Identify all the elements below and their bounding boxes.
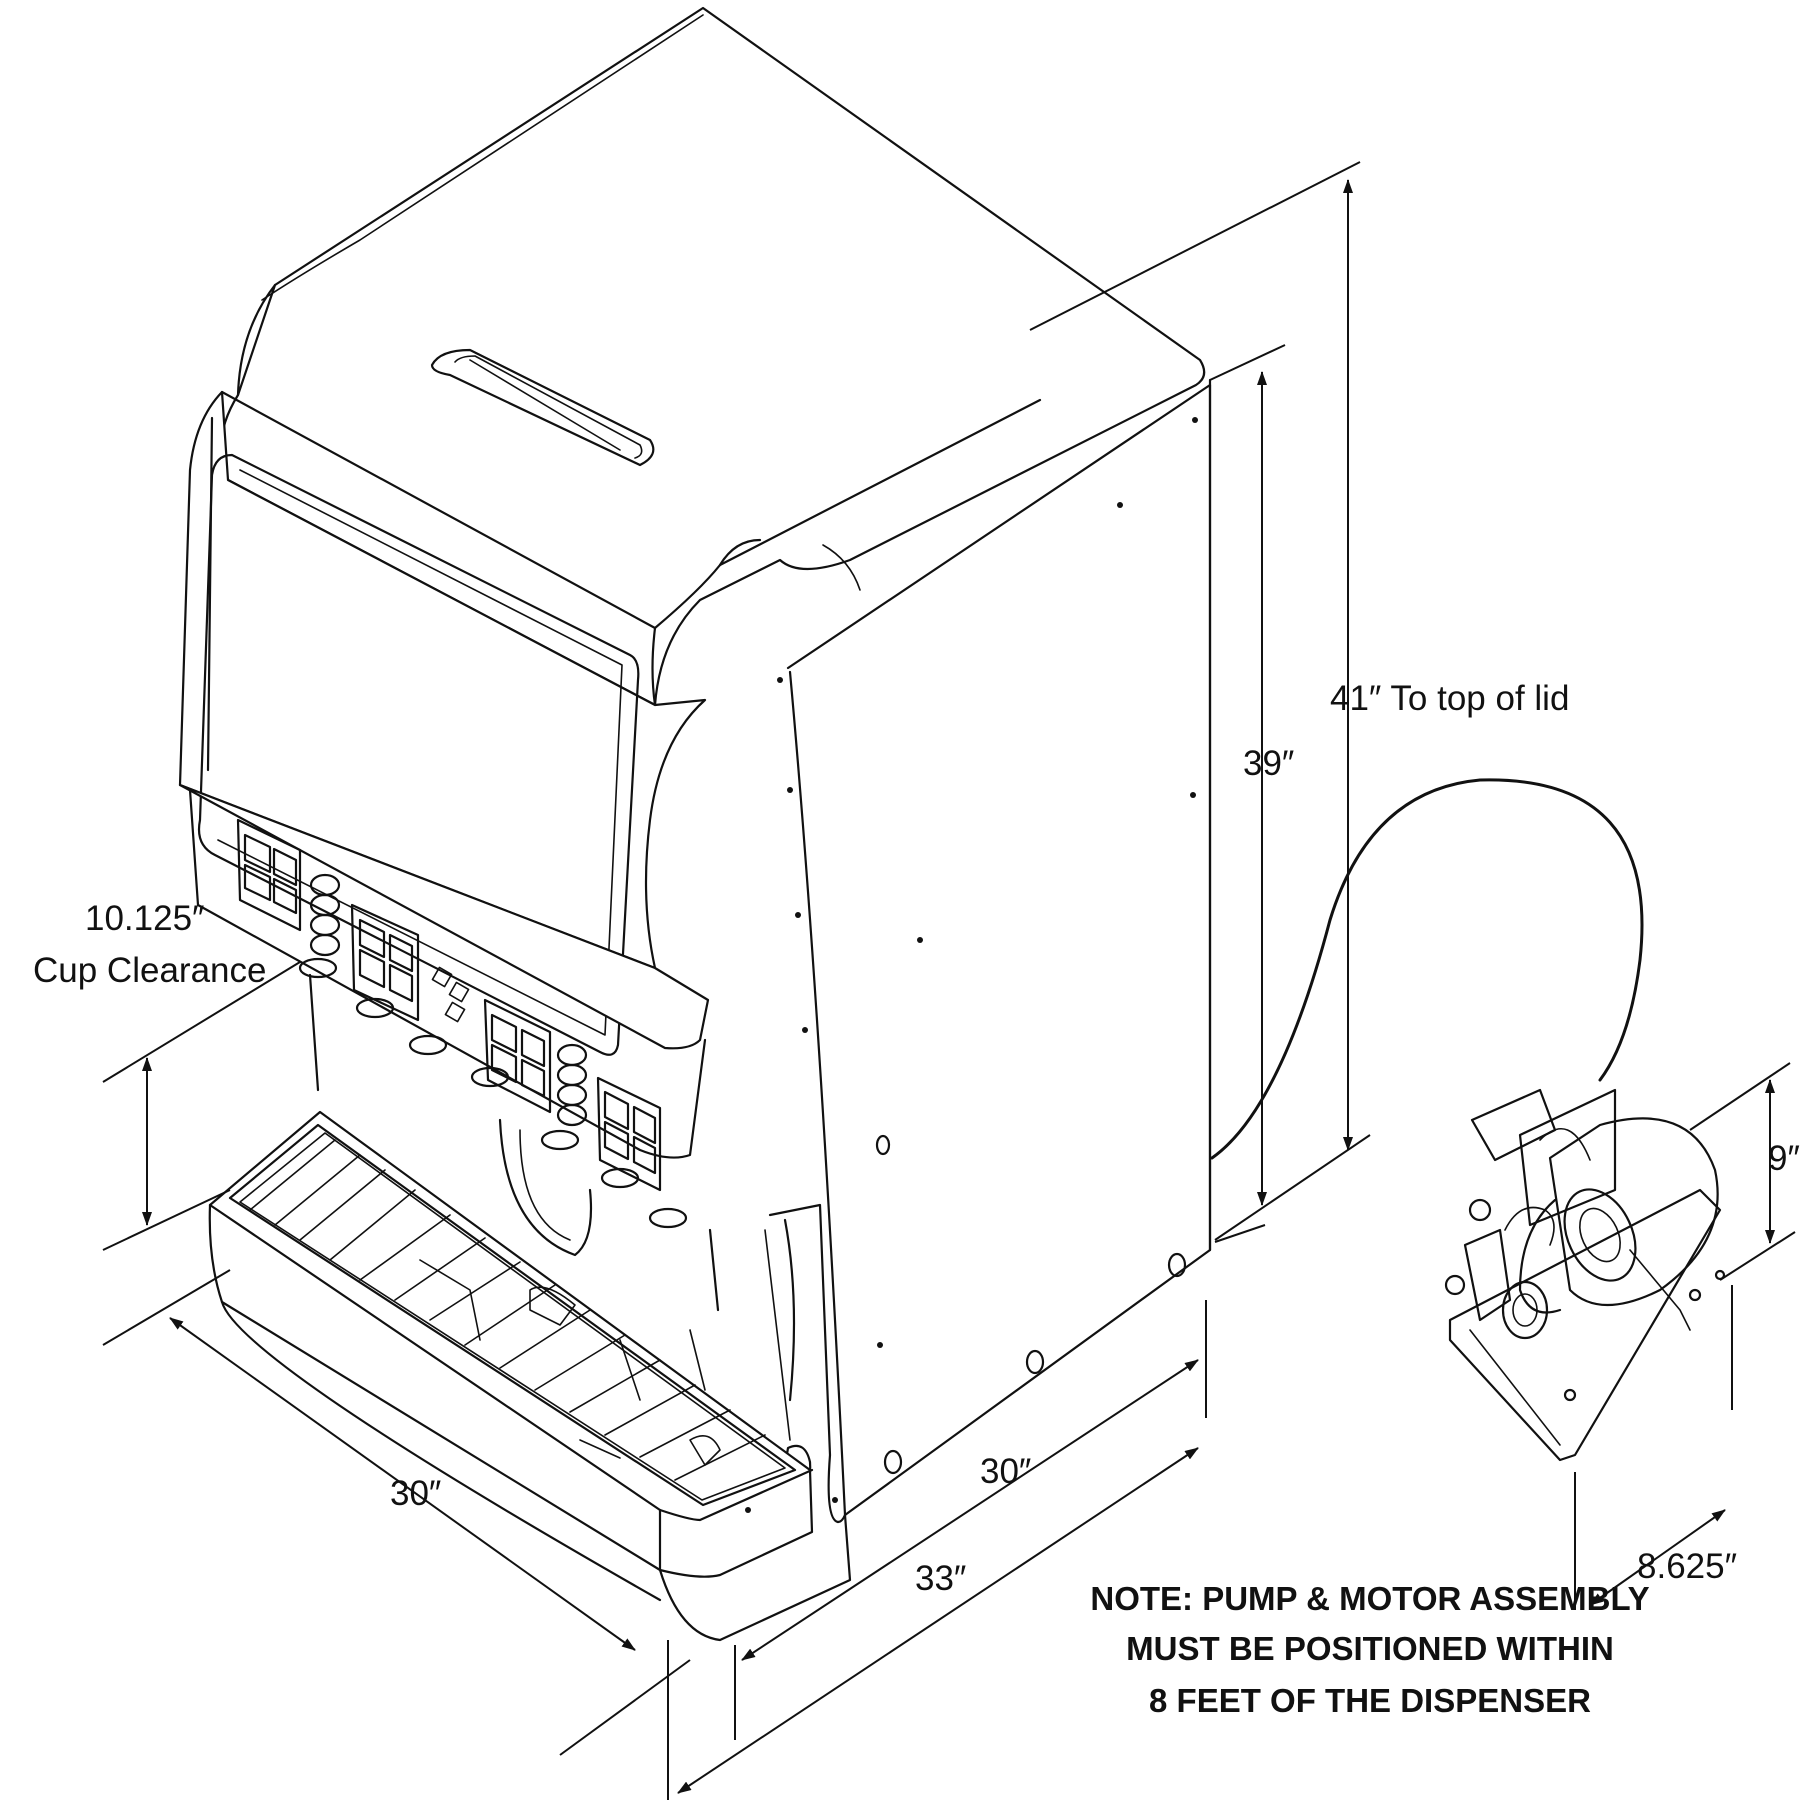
depth-total-label: 33″ [915, 1559, 966, 1598]
display-window [197, 453, 640, 1056]
width-front-label: 30″ [390, 1474, 441, 1513]
pump-motor-assembly-drawing [1444, 1088, 1726, 1462]
note-line-2: MUST BE POSITIONED WITHIN [1126, 1630, 1614, 1667]
drip-tray [208, 1110, 852, 1642]
height-body-label: 39″ [1243, 744, 1294, 783]
note-line-3: 8 FEET OF THE DISPENSER [1149, 1682, 1591, 1719]
pump-height-label: 9″ [1768, 1139, 1800, 1178]
dispenser-drawing [178, 6, 1212, 1642]
hose-line [1210, 778, 1644, 1160]
control-panel [236, 818, 662, 1192]
cup-clearance-value: 10.125″ [85, 899, 204, 938]
front-hood [178, 390, 707, 970]
note-line-1: NOTE: PUMP & MOTOR ASSEMBLY [1090, 1580, 1649, 1617]
depth-body-label: 30″ [980, 1452, 1031, 1491]
assembly-note: NOTE: PUMP & MOTOR ASSEMBLY MUST BE POSI… [1090, 1580, 1649, 1719]
dimension-lines [102, 161, 1796, 1800]
cup-clearance-label: Cup Clearance [33, 951, 266, 990]
pump-width-label: 8.625″ [1637, 1547, 1737, 1586]
height-total-label: 41″ To top of lid [1330, 679, 1569, 718]
nozzles [298, 957, 688, 1229]
lid-handle [430, 348, 655, 467]
